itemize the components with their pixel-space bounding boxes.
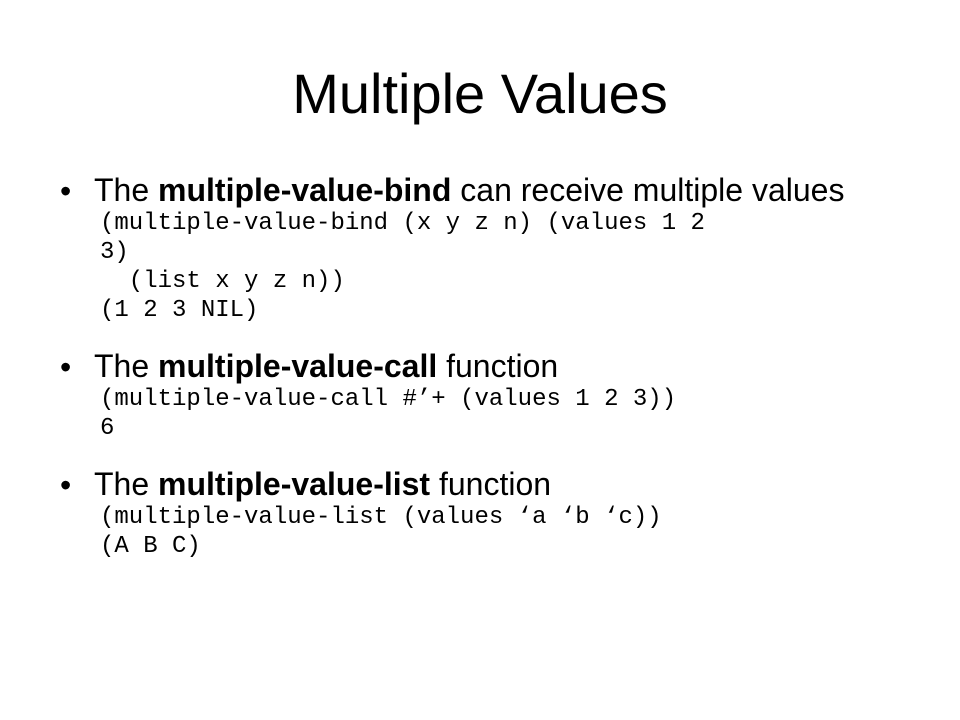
keyword: multiple-value-call (158, 348, 438, 384)
code-line: 6 (100, 415, 115, 442)
bullet-icon: • (60, 349, 72, 385)
bullet-list: • The multiple-value-bind can receive mu… (60, 171, 930, 583)
keyword: multiple-value-list (158, 466, 431, 502)
code-line: (multiple-value-bind (x y z n) (values 1… (100, 210, 705, 237)
text-before: The (94, 172, 159, 208)
code-line: (multiple-value-list (values ‘a ‘b ‘c)) (100, 504, 662, 531)
code-line: (list x y z n)) (100, 268, 345, 295)
code-line: (A B C) (100, 533, 201, 560)
code-block: (multiple-value-bind (x y z n) (values 1… (94, 209, 930, 325)
bullet-icon: • (60, 173, 72, 209)
slide-title: Multiple Values (292, 62, 668, 125)
text-before: The (94, 348, 159, 384)
text-after: function (437, 348, 559, 384)
bullet-icon: • (60, 467, 72, 503)
keyword: multiple-value-bind (158, 172, 452, 208)
bullet-text: The multiple-value-list function (94, 465, 930, 503)
bullet-text: The multiple-value-bind can receive mult… (94, 171, 930, 209)
bullet-multiple-value-bind: • The multiple-value-bind can receive mu… (60, 171, 930, 325)
text-before: The (94, 466, 159, 502)
bullet-multiple-value-call: • The multiple-value-call function (mult… (60, 347, 930, 443)
code-block: (multiple-value-call #’+ (values 1 2 3))… (94, 385, 930, 443)
text-after: function (430, 466, 552, 502)
text-after: can receive multiple values (451, 172, 845, 208)
code-line: 3) (100, 239, 129, 266)
code-line: (multiple-value-call #’+ (values 1 2 3)) (100, 386, 677, 413)
bullet-multiple-value-list: • The multiple-value-list function (mult… (60, 465, 930, 561)
bullet-text: The multiple-value-call function (94, 347, 930, 385)
code-line: (1 2 3 NIL) (100, 297, 259, 324)
code-block: (multiple-value-list (values ‘a ‘b ‘c))(… (94, 503, 930, 561)
